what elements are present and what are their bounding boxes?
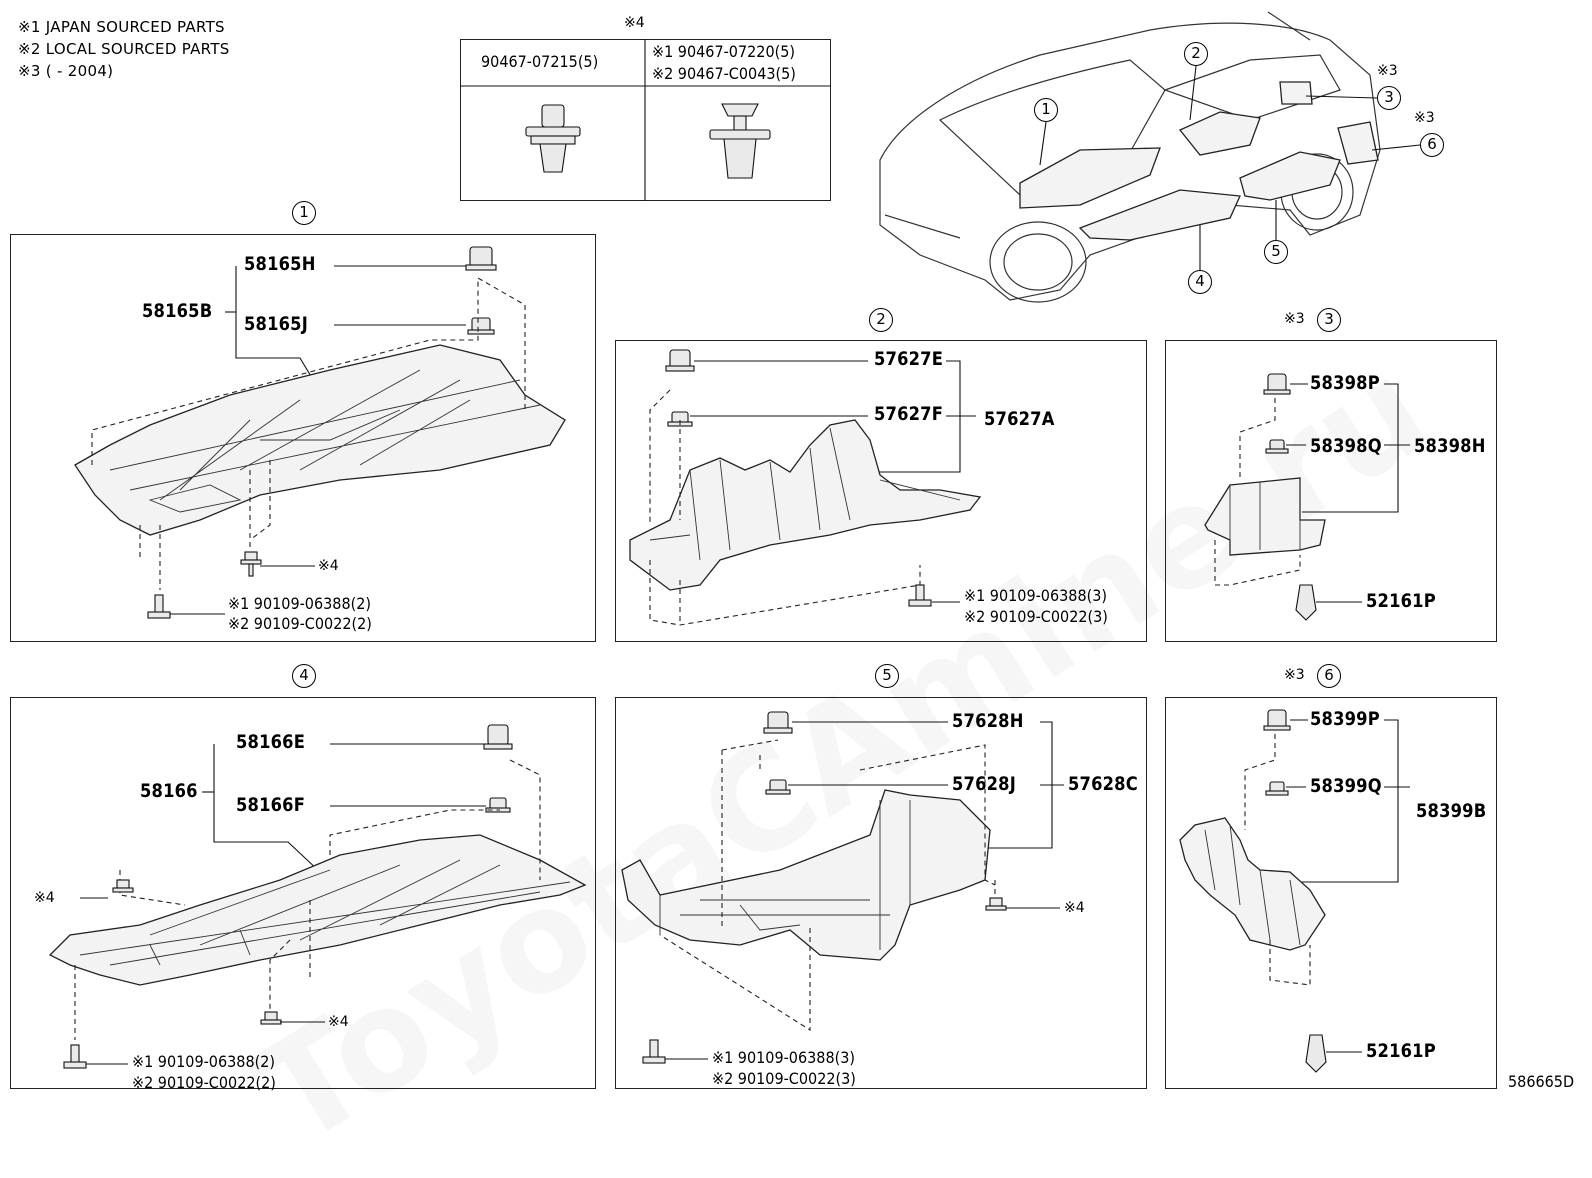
panel-3-drawing [1204,373,1410,621]
panel-5-mid-part-number: 57628J [952,773,1016,795]
panel-4-clip-note-bottom: ※4 [328,1014,349,1030]
panel-5-clip-note: ※4 [1064,900,1085,916]
vehicle-note-3b: ※3 [1414,110,1435,126]
legend-line-2: ※2 LOCAL SOURCED PARTS [18,40,230,58]
legend-line-3: ※3 ( - 2004) [18,62,114,80]
vehicle-note-3a: ※3 [1377,63,1398,79]
panel-1-clip-note: ※4 [318,558,339,574]
panel-5-number: 5 [875,664,899,688]
panel-1-mid-part-number: 58165J [244,313,308,335]
panel-3-clip-part-number: 52161P [1366,590,1436,612]
panel-2-frame [615,340,1147,642]
panel-4-mid-part-number: 58166F [236,794,306,816]
vehicle-callout-2: 2 [1184,42,1208,66]
panel-6-drawing [1179,709,1410,1073]
vehicle-callout-6: 6 [1420,133,1444,157]
clip-icon-right [709,103,771,179]
panel-6-number: 6 [1317,664,1341,688]
panel-3-top-part-number: 58398P [1310,372,1380,394]
parts-drawing [48,11,1421,1073]
panel-4-frame [10,697,596,1089]
panel-1-bolt-2: ※2 90109-C0022(2) [228,614,372,633]
panel-5-bolt-1: ※1 90109-06388(3) [712,1048,856,1067]
panel-2-mid-part-number: 57627F [874,403,944,425]
vehicle-callout-3: 3 [1377,86,1401,110]
panel-4-bolt-1: ※1 90109-06388(2) [132,1052,276,1071]
panel-3-assembly-part-number: 58398H [1414,435,1486,457]
panel-5-bolt-2: ※2 90109-C0022(3) [712,1069,856,1088]
panel-6-note: ※3 [1284,667,1305,683]
panel-5-frame [615,697,1147,1089]
panel-4-top-part-number: 58166E [236,731,306,753]
panel-4-bolt-2: ※2 90109-C0022(2) [132,1073,276,1092]
panel-3-mid-part-number: 58398Q [1310,435,1382,457]
panel-1-top-part-number: 58165H [244,253,316,275]
panel-1-frame [10,234,596,642]
panel-3-number: 3 [1317,308,1341,332]
clip-table-right-part-2: ※2 90467-C0043(5) [652,64,796,83]
panel-5-assembly-part-number: 57628C [1068,773,1138,795]
clip-table-right-part-1: ※1 90467-07220(5) [652,42,796,61]
vehicle-callout-4: 4 [1188,270,1212,294]
panel-6-clip-part-number: 52161P [1366,1040,1436,1062]
panel-2-drawing [629,349,982,626]
panel-2-bolt-1: ※1 90109-06388(3) [964,586,1108,605]
panel-2-assembly-part-number: 57627A [984,408,1055,430]
clip-icon-left [525,104,581,173]
panel-5-drawing [621,711,1064,1064]
vehicle-callout-5: 5 [1264,240,1288,264]
panel-4-number: 4 [292,664,316,688]
panel-6-mid-part-number: 58399Q [1310,775,1382,797]
panel-5-top-part-number: 57628H [952,710,1024,732]
panel-6-assembly-part-number: 58399B [1416,800,1487,822]
panel-6-frame [1165,697,1497,1089]
clip-table-left-part: 90467-07215(5) [481,52,599,71]
panel-6-top-part-number: 58399P [1310,708,1380,730]
vehicle-callout-1: 1 [1034,98,1058,122]
panel-2-number: 2 [869,308,893,332]
diagram-id: 586665D [1508,1072,1575,1091]
panel-3-note: ※3 [1284,311,1305,327]
panel-2-top-part-number: 57627E [874,348,944,370]
panel-1-drawing [74,246,566,619]
panel-1-number: 1 [292,201,316,225]
panel-4-assembly-part-number: 58166 [140,780,198,802]
clip-table-mark: ※4 [624,15,645,31]
panel-1-assembly-part-number: 58165B [142,300,213,322]
legend-line-1: ※1 JAPAN SOURCED PARTS [18,18,225,36]
panel-4-drawing [48,724,587,1069]
vehicle-overview [879,11,1421,303]
panel-1-bolt-1: ※1 90109-06388(2) [228,594,372,613]
panel-3-frame [1165,340,1497,642]
panel-4-clip-note-left: ※4 [34,890,55,906]
panel-2-bolt-2: ※2 90109-C0022(3) [964,607,1108,626]
